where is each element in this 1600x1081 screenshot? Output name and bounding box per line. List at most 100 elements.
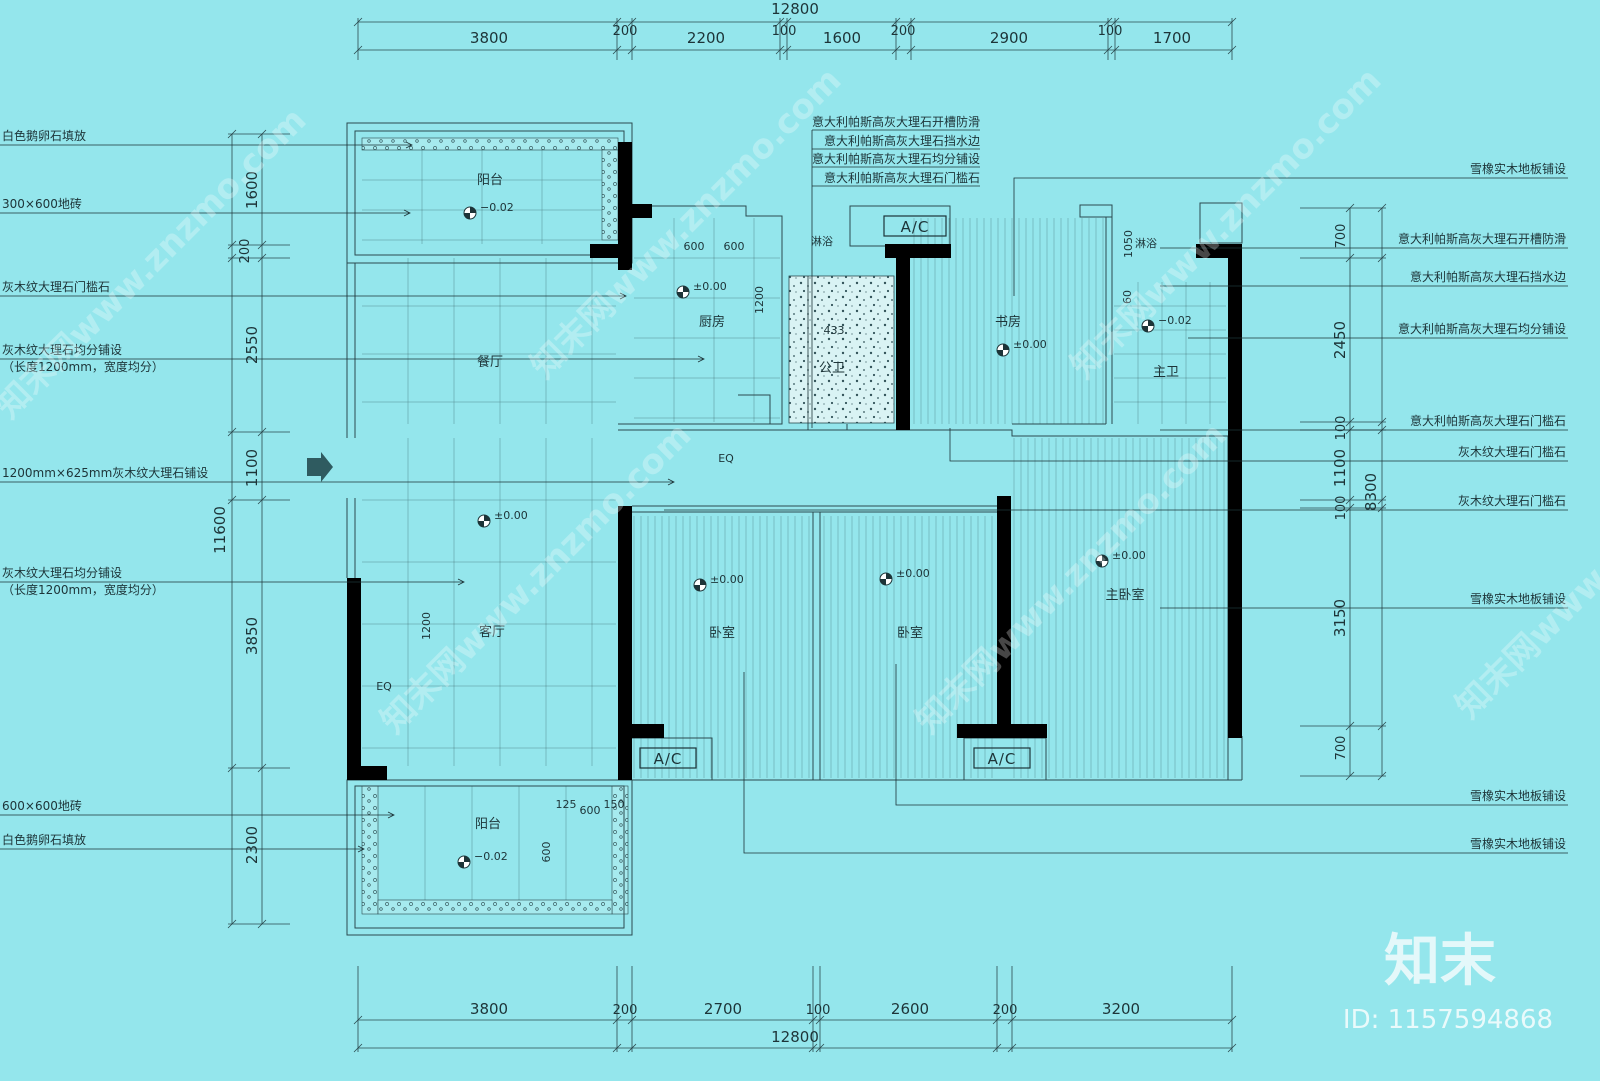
level-symbol-fill-living: [478, 515, 490, 527]
dim-right-5: 100: [1334, 496, 1349, 521]
note-left-3: 灰木纹大理石门槛石: [2, 279, 110, 294]
dim-right-2: 2450: [1331, 321, 1349, 359]
note-top-4: 意大利帕斯高灰大理石门槛石: [824, 170, 980, 185]
note-top-1: 意大利帕斯高灰大理石开槽防滑: [812, 114, 980, 129]
room-master-bath: 主卫: [1153, 365, 1179, 380]
note-top-3: 意大利帕斯高灰大理石均分铺设: [812, 151, 980, 166]
dimension-labels: 12800 3800 200 2200 100 1600 200 2900 10…: [211, 0, 1380, 1046]
master-bath-dim-60: 60: [1121, 290, 1134, 304]
ac-units: A/C A/C A/C: [639, 215, 1031, 769]
shower-label-master: 淋浴: [1135, 237, 1157, 250]
leader-line: [0, 811, 395, 819]
master-bath-dim-1050: 1050: [1122, 230, 1135, 258]
dim-bottom-6: 200: [993, 1003, 1018, 1018]
ac-unit-study: [883, 215, 947, 237]
leader-line: [1013, 177, 1568, 296]
dim-right-6: 3150: [1331, 599, 1349, 637]
dim-left-1: 1600: [243, 171, 261, 209]
note-right-5: 意大利帕斯高灰大理石门槛石: [1410, 413, 1566, 428]
kitchen-dim-600b: 600: [724, 240, 745, 253]
dim-left-5: 3850: [243, 617, 261, 655]
dim-top-2: 200: [613, 24, 638, 39]
note-right-8: 雪橡实木地板铺设: [1470, 591, 1566, 606]
dim-bottom-total: 12800: [771, 1028, 819, 1046]
dim-top-6: 200: [891, 24, 916, 39]
leader-line: [0, 209, 411, 217]
wood-floor-hatch: [633, 218, 1225, 778]
leader-line: [0, 578, 465, 586]
note-right-1: 雪橡实木地板铺设: [1470, 161, 1566, 176]
level-master_bath: −0.02: [1158, 314, 1192, 327]
ac-unit-master: [973, 747, 1031, 769]
entrance-arrow-icon: [307, 452, 333, 482]
dim-right-1: 700: [1334, 224, 1349, 249]
room-bedroom-2: 卧室: [897, 625, 923, 641]
leader-line: [949, 428, 1568, 462]
balcony-dim-600: 600: [580, 804, 601, 817]
dim-bottom-4: 100: [806, 1003, 831, 1018]
balcony-dim-125: 125: [556, 798, 577, 811]
public-bath-stone-floor: [788, 275, 895, 424]
note-top-2: 意大利帕斯高灰大理石挡水边: [824, 133, 980, 148]
public-bath-dim-433: 433: [824, 324, 845, 337]
room-living: 客厅: [479, 624, 505, 640]
room-bedroom-1: 卧室: [709, 625, 735, 641]
dim-left-2: 200: [238, 239, 253, 264]
balcony-dim-600v: 600: [540, 842, 553, 863]
dim-right-total: 8300: [1362, 473, 1380, 511]
level-symbol-fill-bedroom_2: [880, 573, 892, 585]
ac-label-master: A/C: [988, 750, 1017, 768]
note-left-10: 白色鹅卵石填放: [2, 832, 86, 847]
image-id: ID: 1157594868: [1343, 1005, 1553, 1035]
room-public-bath: 公卫: [819, 361, 845, 376]
note-right-10: 雪橡实木地板铺设: [1470, 836, 1566, 851]
living-dim-1200: 1200: [420, 612, 433, 640]
leader-line: [895, 664, 1568, 806]
dim-left-6: 2300: [243, 826, 261, 864]
ac-unit-bedroom: [639, 747, 697, 769]
leader-line: [0, 478, 675, 486]
note-left-6: 1200mm×625mm灰木纹大理石铺设: [2, 466, 208, 480]
room-study: 书房: [995, 314, 1021, 330]
material-notes: 白色鹅卵石填放300×600地砖灰木纹大理石门槛石灰木纹大理石均分铺设（长度12…: [2, 114, 1566, 851]
ac-label-study: A/C: [901, 218, 930, 236]
note-left-2: 300×600地砖: [2, 196, 82, 211]
level-symbol-fill-study: [997, 344, 1009, 356]
leader-line: [0, 845, 365, 853]
dim-top-8: 100: [1098, 24, 1123, 39]
level-master_bedroom: ±0.00: [1112, 549, 1146, 562]
level-kitchen: ±0.00: [693, 280, 727, 293]
dim-top-1: 3800: [470, 29, 508, 47]
note-right-3: 意大利帕斯高灰大理石挡水边: [1410, 269, 1566, 284]
level-symbol-fill-master_bath: [1142, 320, 1154, 332]
shower-label-public: 淋浴: [811, 235, 833, 248]
brand-logo: 知末: [1384, 929, 1496, 994]
note-right-6: 灰木纹大理石门槛石: [1458, 444, 1566, 459]
pebble-strip-bottom-left: [361, 785, 379, 915]
leader-lines: [0, 129, 1568, 854]
room-master-bedroom: 主卧室: [1105, 587, 1144, 603]
note-left-5: （长度1200mm，宽度均分）: [2, 359, 164, 374]
dim-left-3: 2550: [243, 326, 261, 364]
watermark-1: 知末网www.znzmo.com: [373, 415, 699, 741]
dim-left-4: 1100: [243, 449, 261, 487]
level-balcony_bottom: −0.02: [474, 850, 508, 863]
tile-grid: [362, 150, 1226, 900]
level-symbol-fill-bedroom_1: [694, 579, 706, 591]
level-study: ±0.00: [1013, 338, 1047, 351]
level-living: ±0.00: [494, 509, 528, 522]
dimension-lines: [227, 17, 1387, 1053]
dim-right-4: 1100: [1331, 449, 1349, 487]
dim-left-total: 11600: [211, 506, 229, 554]
note-right-2: 意大利帕斯高灰大理石开槽防滑: [1398, 231, 1566, 246]
room-labels: 阳台 厨房 餐厅 公卫 书房 主卫 客厅 卧室 卧室 主卧室 阳台: [475, 173, 1179, 832]
structural-walls: [347, 142, 1242, 780]
note-left-1: 白色鹅卵石填放: [2, 128, 86, 143]
dim-top-3: 2200: [687, 29, 725, 47]
leader-line: [0, 141, 413, 149]
level-markers: −0.02±0.00±0.00±0.00−0.02±0.00±0.00±0.00…: [457, 201, 1192, 869]
kitchen-dim-1200: 1200: [753, 286, 766, 314]
note-left-7: 灰木纹大理石均分铺设: [2, 566, 122, 580]
level-symbol-fill-master_bedroom: [1096, 555, 1108, 567]
